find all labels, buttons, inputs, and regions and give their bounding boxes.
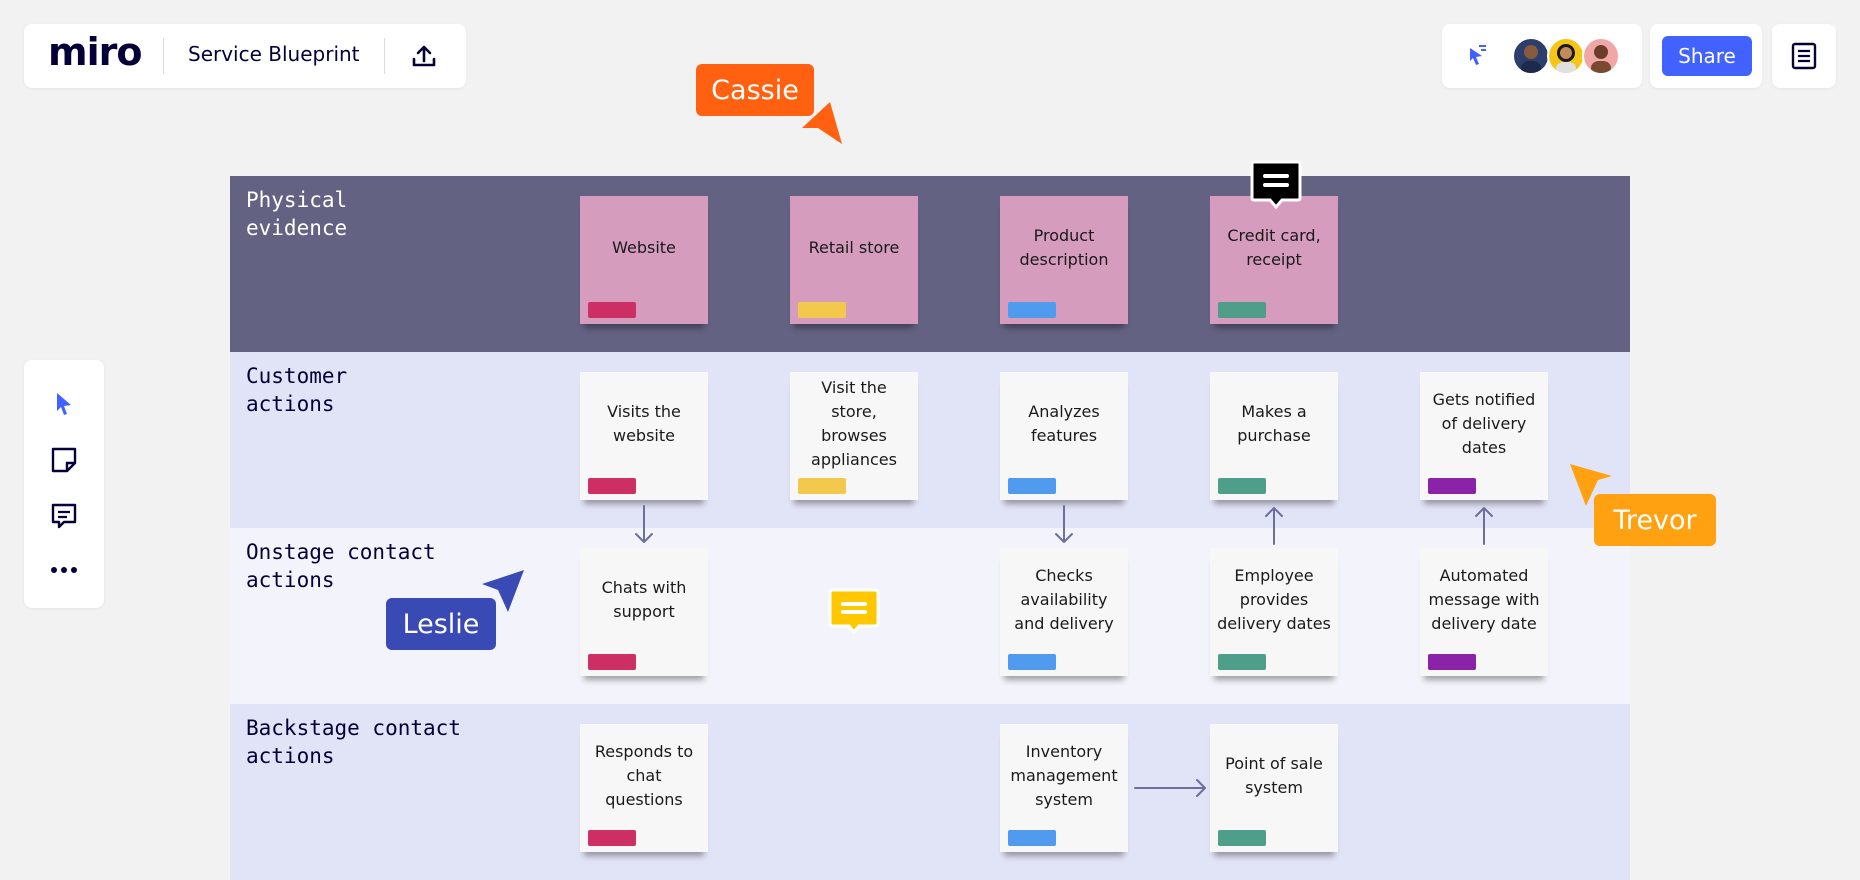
tag [1008, 478, 1056, 494]
sticky-note[interactable]: Responds to chat questions [580, 724, 708, 852]
avatar[interactable] [1582, 37, 1620, 75]
left-toolbar [24, 360, 104, 608]
sticky-text: Checks availability and delivery [1014, 566, 1114, 633]
sticky-text: Product description [1019, 226, 1109, 269]
sticky-note[interactable]: Employee provides delivery dates [1210, 548, 1338, 676]
tag [1218, 830, 1266, 846]
avatar[interactable] [1512, 37, 1550, 75]
miro-logo[interactable]: miro [48, 30, 142, 74]
cursor-arrow-icon [482, 570, 524, 612]
tag [588, 654, 636, 670]
cursor-arrow-icon [802, 102, 842, 144]
tag [1218, 302, 1266, 318]
select-tool-icon[interactable] [24, 386, 104, 422]
tag [588, 830, 636, 846]
tag [1218, 654, 1266, 670]
sticky-text: Analyzes features [1028, 402, 1100, 445]
sticky-text: Makes a purchase [1237, 402, 1311, 445]
sticky-note[interactable]: Credit card, receipt [1210, 196, 1338, 324]
sticky-note[interactable]: Checks availability and delivery [1000, 548, 1128, 676]
sticky-note[interactable]: Visits the website [580, 372, 708, 500]
sticky-note[interactable]: Website [580, 196, 708, 324]
lane-label: Onstage contact actions [246, 540, 436, 592]
lane-physical-evidence: Physical evidence [230, 176, 1630, 352]
sticky-note-icon[interactable] [24, 442, 104, 478]
sticky-text: Gets notified of delivery dates [1432, 390, 1536, 457]
tag [798, 302, 846, 318]
sticky-text: Website [612, 238, 676, 257]
more-icon[interactable] [24, 552, 104, 588]
tag [1428, 478, 1476, 494]
tag [1008, 830, 1056, 846]
sticky-note[interactable]: Chats with support [580, 548, 708, 676]
notes-panel-button[interactable] [1772, 24, 1836, 88]
sticky-note[interactable]: Analyzes features [1000, 372, 1128, 500]
lane-label: Physical evidence [246, 188, 348, 240]
sticky-text: Retail store [808, 238, 900, 257]
sticky-note[interactable]: Point of sale system [1210, 724, 1338, 852]
comment-bubble-icon[interactable] [1250, 160, 1302, 210]
board-title[interactable]: Service Blueprint [188, 42, 360, 66]
sticky-text: Visits the website [607, 402, 681, 445]
sticky-note[interactable]: Visit the store, browses appliances [790, 372, 918, 500]
tag [588, 302, 636, 318]
lane-backstage-actions: Backstage contact actions [230, 704, 1630, 880]
cursor-label-cassie: Cassie [696, 64, 814, 116]
cursor-arrow-icon [1570, 464, 1612, 506]
sticky-text: Visit the store, browses appliances [811, 378, 897, 469]
reactions-icon[interactable] [1462, 42, 1490, 70]
collaborators-panel [1442, 24, 1642, 88]
sticky-text: Employee provides delivery dates [1217, 566, 1331, 633]
sticky-text: Responds to chat questions [594, 742, 694, 809]
tag [1008, 654, 1056, 670]
tag [1428, 654, 1476, 670]
sticky-text: Credit card, receipt [1227, 226, 1321, 269]
lane-label: Customer actions [246, 364, 348, 416]
share-button[interactable]: Share [1662, 36, 1752, 76]
lane-label: Backstage contact actions [246, 716, 461, 768]
notes-panel-icon [1788, 40, 1820, 72]
lane-customer-actions: Customer actions [230, 352, 1630, 528]
tag [1008, 302, 1056, 318]
sticky-note[interactable]: Gets notified of delivery dates [1420, 372, 1548, 500]
upload-icon[interactable] [406, 38, 442, 74]
tag [798, 478, 846, 494]
sticky-note[interactable]: Automated message with delivery date [1420, 548, 1548, 676]
sticky-text: Inventory management system [1010, 742, 1118, 809]
divider [163, 38, 164, 74]
sticky-note[interactable]: Retail store [790, 196, 918, 324]
cursor-label-leslie: Leslie [386, 598, 496, 650]
comment-icon[interactable] [24, 498, 104, 534]
board-header-panel: miro Service Blueprint [24, 24, 466, 88]
sticky-note[interactable]: Product description [1000, 196, 1128, 324]
cursor-label-trevor: Trevor [1594, 494, 1716, 546]
comment-bubble-icon[interactable] [828, 588, 880, 636]
sticky-text: Chats with support [601, 578, 687, 621]
divider [384, 38, 385, 74]
avatar[interactable] [1547, 37, 1585, 75]
tag [1218, 478, 1266, 494]
sticky-note[interactable]: Makes a purchase [1210, 372, 1338, 500]
sticky-text: Point of sale system [1225, 754, 1323, 797]
sticky-note[interactable]: Inventory management system [1000, 724, 1128, 852]
sticky-text: Automated message with delivery date [1428, 566, 1540, 633]
tag [588, 478, 636, 494]
